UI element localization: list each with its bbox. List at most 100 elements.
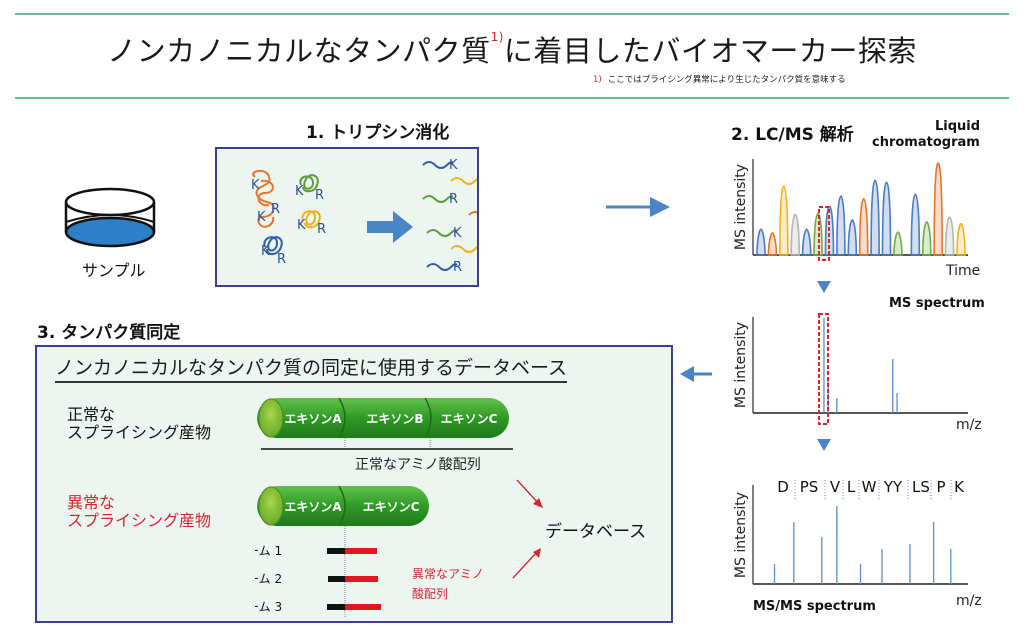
down-arrow-1-icon: [817, 281, 831, 293]
normal-label-line2: スプライシング産物: [67, 423, 212, 442]
chromatogram-xlabel: Time: [945, 263, 980, 279]
chromatogram-label-line1: Liquid: [935, 119, 981, 134]
frame-3-bar: [345, 604, 381, 610]
footnote-text: ここではプライシング異常により生じたタンパク質を意味する: [607, 75, 846, 85]
protein-yellow-icon: [301, 210, 321, 229]
normal-exon-b: エキソンB: [366, 412, 423, 426]
msms-sequence-residue: YY: [883, 478, 903, 496]
top-rule: [15, 13, 1009, 15]
msms-spectrum-sticks: [773, 506, 952, 584]
peptide-terminal-residue: K: [453, 226, 462, 241]
msms-sequence-residue: LS: [912, 478, 930, 496]
peptide: K: [426, 226, 462, 241]
lcms-figure: MS intensity Time MS spectrum MS intensi…: [733, 159, 985, 614]
peptide-terminal-residue: R: [449, 192, 458, 207]
database-title: ノンカノニカルなタンパク質の同定に使用するデータベース: [55, 353, 568, 383]
svg-text:R: R: [277, 252, 286, 267]
peptide: R: [426, 260, 462, 275]
peptide: K: [450, 242, 486, 257]
abnormal-exon-a: エキソンA: [284, 500, 342, 514]
title-footnote-mark: 1): [490, 30, 504, 44]
ms-spectrum-title: MS spectrum: [889, 296, 985, 311]
frame-1-bar: [345, 548, 377, 554]
chromatogram-peak: [767, 232, 778, 256]
chromatogram-peak: [858, 198, 869, 256]
msms-ylabel: MS intensity: [733, 492, 749, 578]
chromatogram-peak: [870, 179, 880, 256]
msms-sequence-residue: D: [777, 478, 789, 496]
msms-sequence-residue: P: [936, 478, 945, 496]
chromatogram-label-line2: chromatogram: [872, 135, 980, 150]
arrow-normal-to-db-icon: [533, 498, 543, 508]
peptide-terminal-residue: R: [453, 260, 462, 275]
abnormal-exon-c: エキソンC: [363, 500, 420, 514]
arrow-left-icon: [680, 366, 712, 382]
peptide: K: [422, 158, 458, 173]
trypsin-panel: KRK KR KR KR KKRRKKR: [215, 147, 504, 287]
chromatogram-peak: [944, 216, 955, 256]
abnormal-label-line2: スプライシング産物: [67, 511, 212, 530]
chromatogram-peak: [836, 195, 846, 256]
peptide-fragments: KKRRKKR: [422, 158, 504, 275]
msms-sequence-residue: L: [847, 478, 856, 496]
normal-sequence-label: 正常なアミノ酸配列: [355, 457, 481, 473]
identification-panel: ノンカノニカルなタンパク質の同定に使用するデータベース 正常な スプライシング産…: [35, 345, 673, 623]
frame-1-label: フレーム 1: [255, 544, 282, 558]
peptide-terminal-residue: K: [449, 158, 458, 173]
peptide: R: [468, 208, 504, 223]
msms-sequence-residue: V: [830, 478, 841, 496]
digestion-arrow-icon: [367, 211, 413, 243]
sample-label: サンプル: [82, 261, 146, 280]
chromatogram-peak: [893, 231, 903, 256]
peptide: K: [450, 174, 486, 189]
title-part1: ノンカノニカルなタンパク質: [107, 34, 491, 68]
protein-green-icon: [299, 174, 319, 193]
frame-2-bar: [345, 576, 378, 582]
down-arrow-2-icon: [817, 439, 831, 451]
protein-orange-icon: [252, 170, 275, 228]
peptide: R: [422, 192, 458, 207]
msms-spectrum-title: MS/MS spectrum: [753, 599, 876, 614]
chromatogram-peak: [933, 162, 943, 256]
msms-sequence-residue: K: [954, 478, 965, 496]
protein-blue-icon: [263, 236, 283, 255]
svg-text:K: K: [261, 244, 270, 259]
arrow-abnormal-to-db-icon: [533, 548, 541, 558]
trypsin-digestion-illustration: KRK KR KR KR KKRRKKR: [251, 158, 504, 275]
svg-text:K: K: [295, 184, 304, 199]
normal-exon-bar: エキソンA エキソンB エキソンC: [257, 397, 509, 439]
chromatogram-peak: [801, 228, 812, 256]
msms-sequence-residue: PS: [800, 478, 819, 496]
chromatogram-peak: [921, 221, 932, 256]
step3-title: 3. タンパク質同定: [37, 323, 181, 343]
msms-xlabel: m/z: [956, 593, 982, 609]
chromatogram-peak: [956, 222, 966, 256]
svg-text:K: K: [297, 218, 306, 233]
svg-text:R: R: [315, 188, 324, 203]
normal-exon-a: エキソンA: [284, 412, 342, 426]
frame-3-label: フレーム 3: [255, 600, 282, 614]
chromatogram-ylabel: MS intensity: [733, 164, 749, 250]
footnote-mark: 1): [593, 75, 602, 85]
svg-text:R: R: [317, 222, 326, 237]
abnormal-seq-line2: 酸配列: [412, 587, 449, 601]
abnormal-label-line1: 異常な: [67, 493, 116, 512]
chromatogram-peak: [790, 213, 801, 256]
chromatogram-peak: [847, 219, 858, 256]
normal-label-line1: 正常な: [67, 405, 116, 424]
database-label: データベース: [545, 522, 647, 542]
step2-title: 2. LC/MS 解析: [731, 125, 854, 145]
arrow-right-icon: [606, 197, 670, 217]
highlight-box-ms: [818, 313, 829, 425]
page-title: ノンカノニカルなタンパク質1)に着目したバイオマーカー探索: [0, 28, 1024, 70]
frame-2-label: フレーム 2: [255, 572, 282, 586]
normal-exon-c: エキソンC: [441, 412, 498, 426]
ms-ylabel: MS intensity: [733, 322, 749, 408]
chromatogram-peak: [910, 193, 921, 256]
ms-xlabel: m/z: [956, 417, 982, 433]
svg-text:R: R: [271, 202, 280, 217]
highlight-box-chromatogram: [818, 206, 830, 261]
chromatogram-peak: [756, 228, 766, 256]
